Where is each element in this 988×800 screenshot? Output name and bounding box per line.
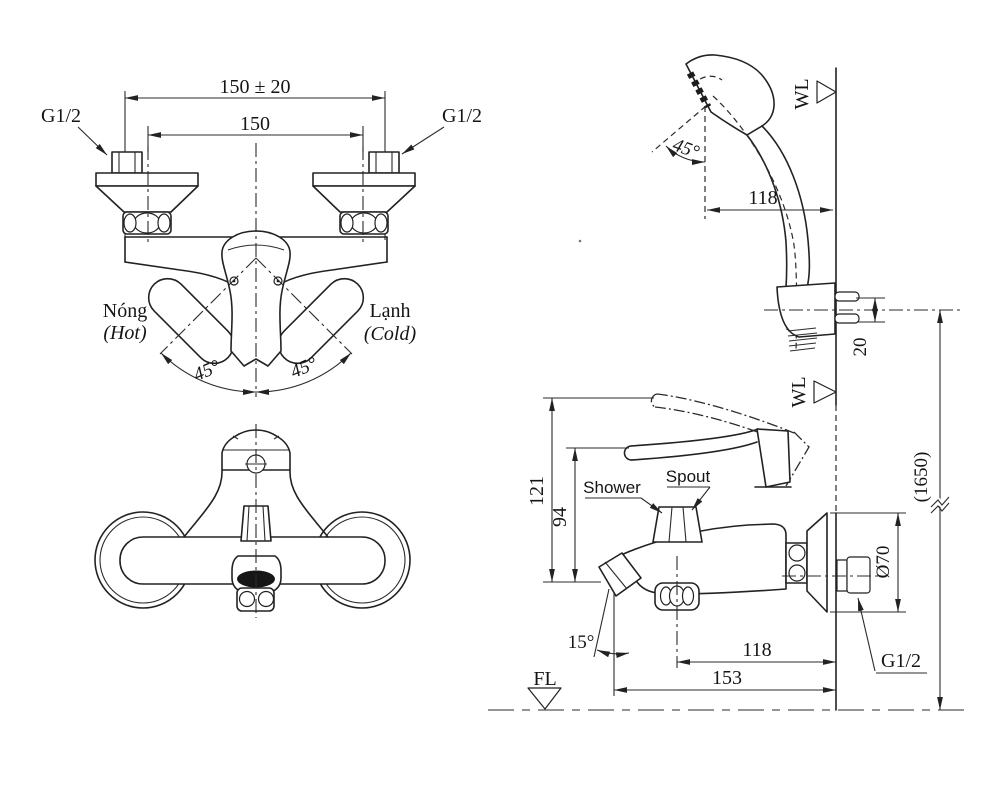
dim-handle-down: 94: [549, 447, 629, 582]
shower-callout: Shower: [583, 478, 663, 514]
head-angle-label: 45°: [670, 134, 703, 163]
body-side: [620, 523, 787, 595]
dim-overall-label: 150 ± 20: [220, 76, 291, 98]
thread-wall-label: G1/2: [881, 650, 921, 672]
shower-bracket: [776, 282, 860, 352]
faucet-side: [598, 393, 878, 668]
angle-arc-right: [255, 352, 352, 395]
print-speck: [578, 239, 582, 243]
dim-mount-height-label: (1650): [911, 452, 932, 503]
hand-shower: [685, 54, 811, 353]
thread-left-callout: G1/2: [41, 105, 108, 156]
dim-mount-height: (1650): [911, 310, 951, 710]
shower-label: Shower: [583, 478, 641, 497]
fl-marker: FL: [527, 668, 562, 710]
wl-upper-label: WL: [791, 78, 813, 109]
spout-callout: Spout: [666, 467, 711, 511]
diverter-knob-front: [240, 505, 272, 542]
cold-sub-label: (Cold): [364, 323, 417, 345]
wl-lower-label: WL: [788, 376, 810, 407]
front-view-installed: [94, 424, 411, 618]
left-union: [95, 146, 199, 243]
spray-face: [686, 71, 712, 109]
diverter-knob-side: [652, 506, 703, 543]
hot-sub-label: (Hot): [103, 322, 147, 344]
front-view: 150 ± 20 150 G1/2 G1/2: [41, 76, 482, 397]
wl-upper-marker: WL: [791, 78, 837, 110]
dim-head-offset: 118: [707, 187, 833, 213]
dim-holder: 20: [850, 297, 885, 357]
spout-side: [598, 552, 642, 597]
dim-handle-up-label: 121: [526, 476, 548, 506]
side-view: 45° 118 WL: [488, 54, 968, 711]
right-45-centerline: [255, 257, 353, 355]
dim-holder-label: 20: [850, 338, 871, 357]
dim-spout-reach: 153: [614, 667, 836, 693]
dim-spout-reach-label: 153: [712, 667, 742, 689]
right-union: [312, 146, 416, 243]
wall-escutcheon: [785, 512, 828, 613]
dim-outlet-offset: 118: [677, 639, 836, 665]
fl-label: FL: [533, 668, 556, 690]
dim-flange: Ø70: [830, 512, 906, 613]
thread-right-callout: G1/2: [401, 105, 482, 155]
dim-handle-up: 121: [526, 397, 654, 583]
dim-centers-label: 150: [240, 113, 270, 135]
thread-left-label: G1/2: [41, 105, 81, 127]
spout-label: Spout: [666, 467, 711, 486]
angle-arc-left: [160, 352, 257, 395]
handle-ghost-left: [147, 277, 235, 365]
head-angle: 45°: [651, 105, 707, 219]
thread-wall-callout: G1/2: [857, 597, 927, 674]
lever-side: [623, 428, 792, 488]
hose-ribs: [787, 327, 818, 352]
dim-flange-label: Ø70: [873, 546, 894, 579]
thread-right-label: G1/2: [442, 105, 482, 127]
wl-lower-marker: WL: [788, 376, 837, 408]
cold-label: Lạnh: [369, 300, 410, 322]
hot-label: Nóng: [103, 300, 147, 322]
left-45-centerline: [159, 257, 257, 355]
wall-nipple: [836, 556, 871, 594]
dim-handle-down-label: 94: [549, 507, 571, 527]
spout-angle: 15°: [568, 588, 630, 696]
dim-outlet-offset-label: 118: [742, 639, 771, 661]
handle-ghost-right: [277, 277, 365, 365]
spout-angle-label: 15°: [568, 632, 595, 653]
dim-head-offset-label: 118: [748, 187, 777, 209]
